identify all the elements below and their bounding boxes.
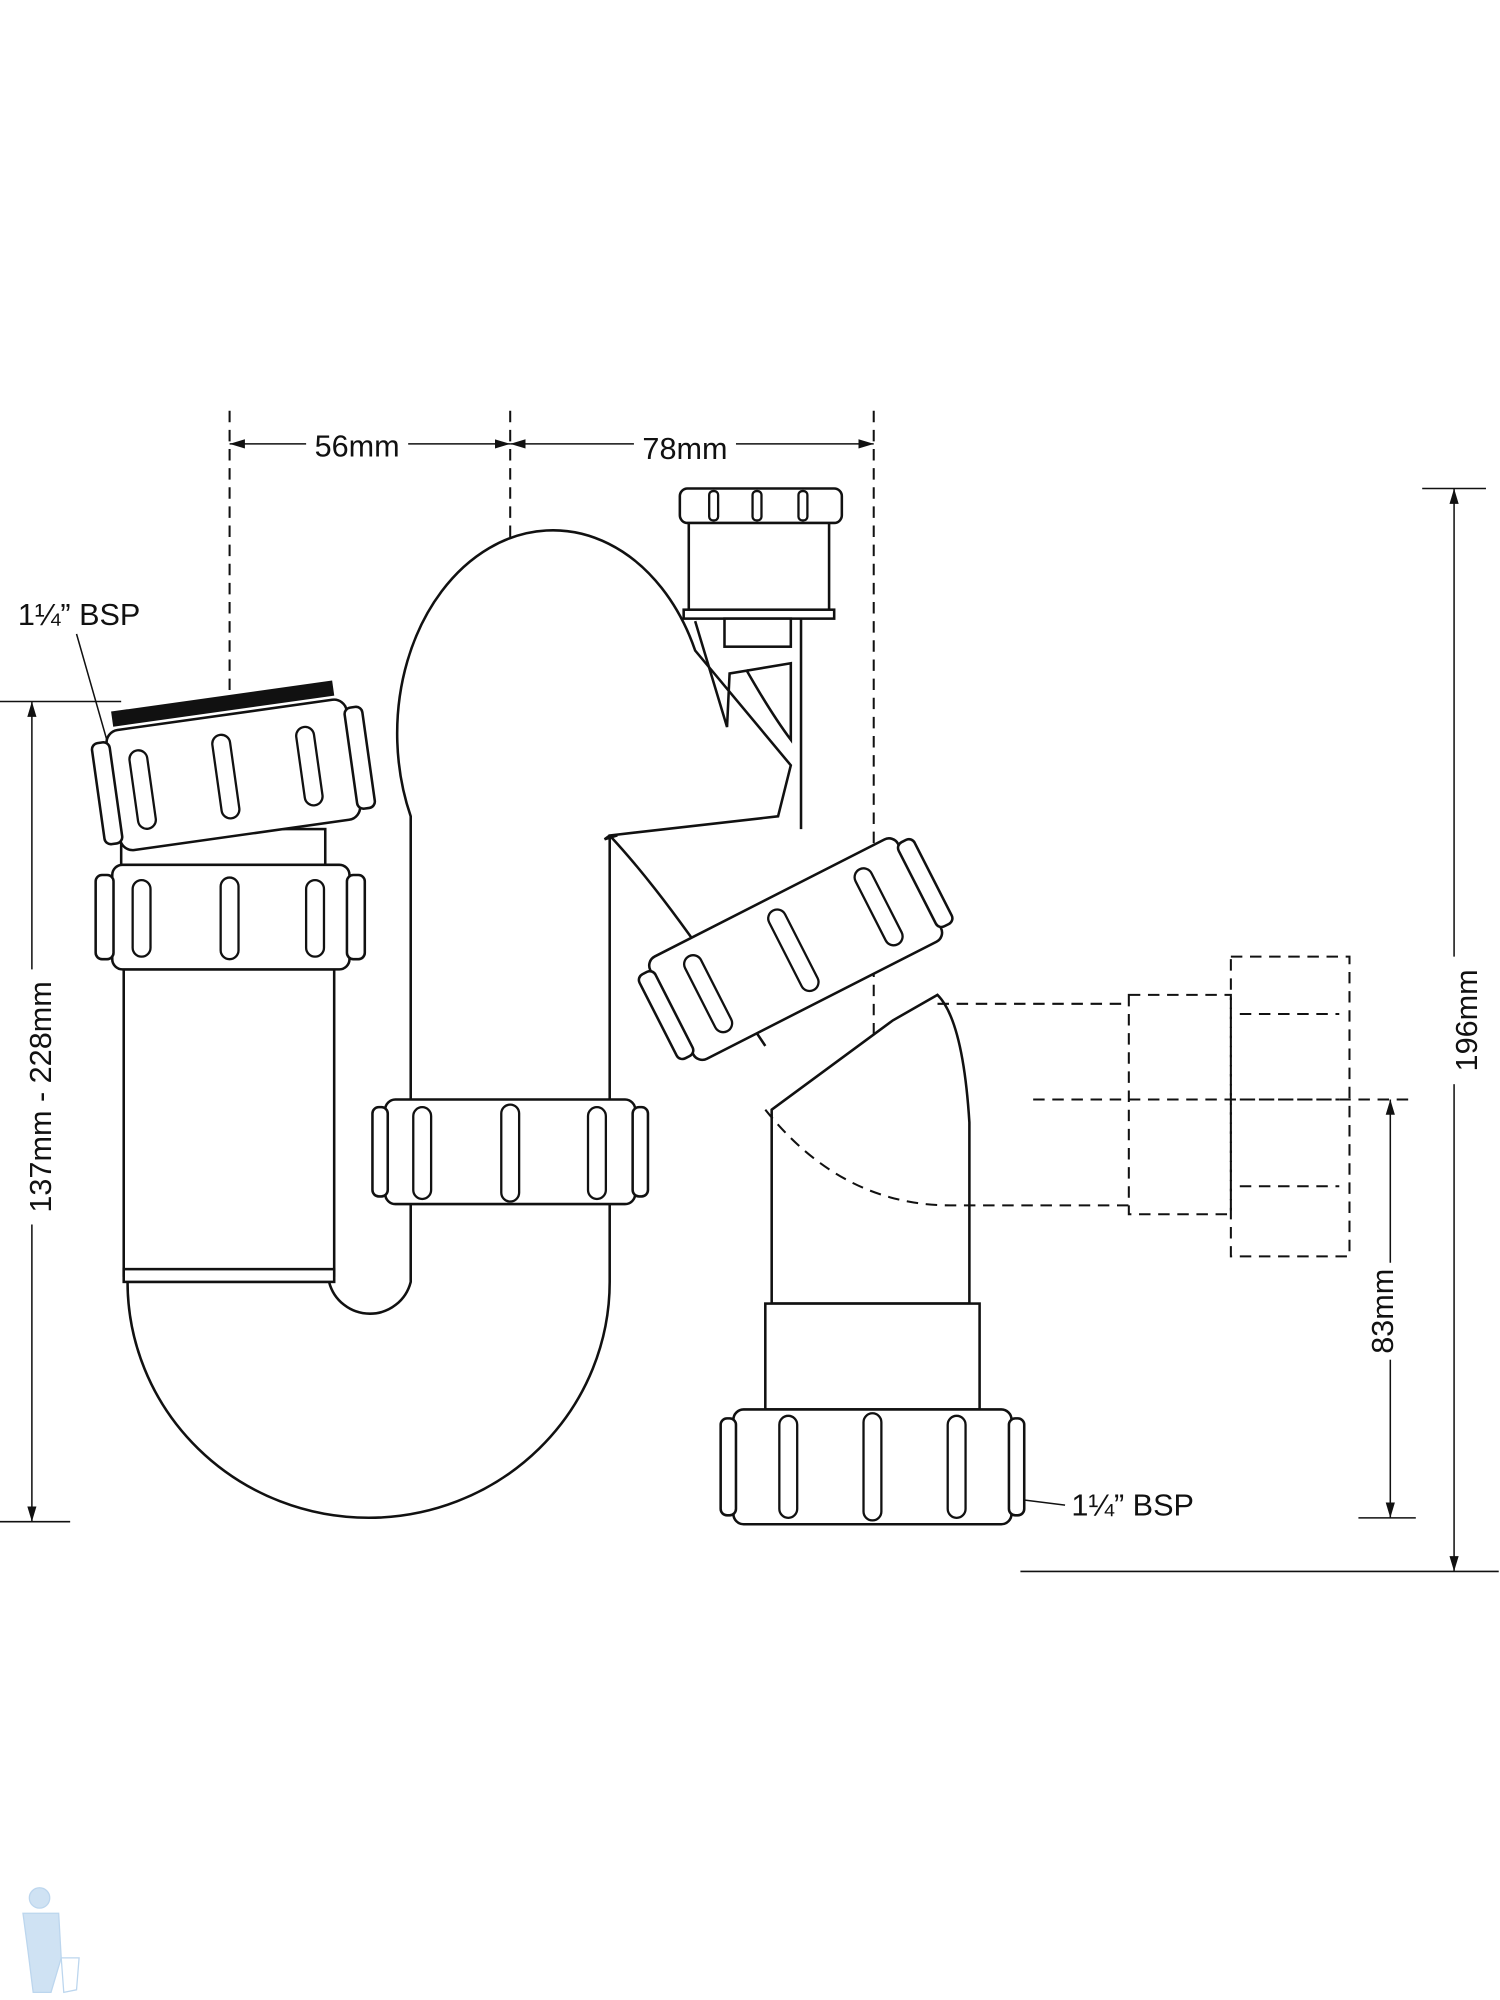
middle-nut: [371, 1098, 650, 1206]
inlet-nut-top: [90, 680, 377, 852]
inlet-thread-label: 1¼” BSP: [18, 598, 141, 632]
dimension-196mm: 196mm: [1020, 487, 1499, 1573]
outlet-pipe: [764, 955, 1351, 1411]
dimension-83mm: 83mm: [1358, 1099, 1416, 1519]
outlet-thread-label: 1¼” BSP: [1071, 1488, 1194, 1522]
dimension-label-78mm: 78mm: [642, 432, 727, 466]
plumber-logo-watermark: [22, 1887, 80, 1994]
dimension-label-total-height: 196mm: [1450, 969, 1484, 1071]
angled-nut: [637, 837, 954, 1062]
dimension-137-228mm: 137mm - 228mm: [0, 700, 122, 1523]
overflow-spigot: [678, 487, 844, 830]
inlet-nut-lower: [94, 863, 367, 971]
inlet-pipe: [119, 827, 336, 1284]
dimension-label-height-range: 137mm - 228mm: [24, 981, 58, 1212]
dimension-label-outlet-height: 83mm: [1366, 1269, 1400, 1354]
dimension-56mm: 56mm: [229, 427, 511, 464]
dimension-78mm: 78mm: [510, 429, 874, 466]
dimension-label-56mm: 56mm: [315, 430, 400, 464]
outlet-nut: [719, 1408, 1026, 1526]
